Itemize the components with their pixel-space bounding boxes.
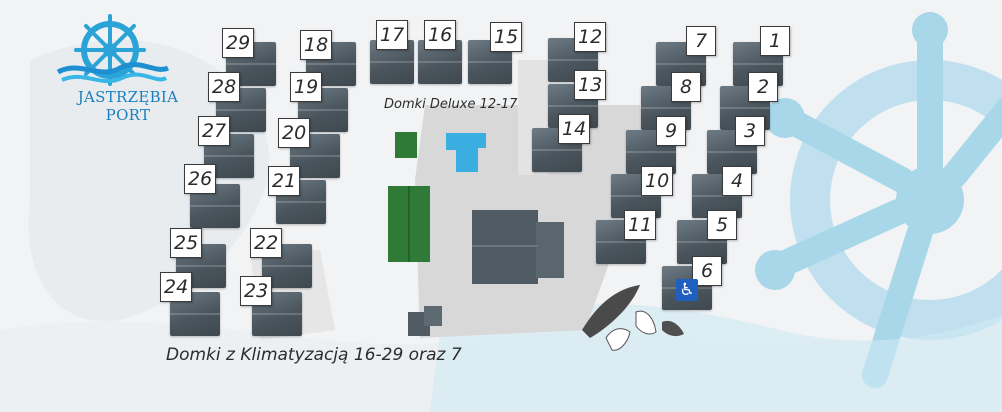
- cabin-13-label[interactable]: 13: [574, 70, 607, 100]
- cabin-27-label[interactable]: 27: [198, 116, 231, 146]
- wheel-decoration-icon: [755, 12, 1002, 388]
- cabin-23-label[interactable]: 23: [240, 276, 273, 306]
- cabin-19-label[interactable]: 19: [290, 72, 323, 102]
- cabin-24-label[interactable]: 24: [160, 272, 193, 302]
- cabin-25-label[interactable]: 25: [170, 228, 203, 258]
- wheelchair-icon: ♿: [676, 279, 698, 301]
- cabin-21-label[interactable]: 21: [268, 166, 301, 196]
- logo-title: JASTRZĘBIA PORT: [77, 88, 179, 124]
- cabin-10-label[interactable]: 10: [641, 166, 674, 196]
- cabin-17-label[interactable]: 17: [376, 20, 409, 50]
- cabin-22-label[interactable]: 22: [250, 228, 283, 258]
- cabin-7-label[interactable]: 7: [686, 26, 716, 56]
- logo-wheel-icon: [56, 14, 170, 86]
- cabin-28-label[interactable]: 28: [208, 72, 241, 102]
- cabin-12-label[interactable]: 12: [574, 22, 607, 52]
- cabin-8-label[interactable]: 8: [671, 72, 701, 102]
- deluxe-label: Domki Deluxe 12-17: [384, 97, 518, 112]
- cabin-11-label[interactable]: 11: [624, 210, 657, 240]
- cabin-26-label[interactable]: 26: [184, 164, 217, 194]
- cabin-1-label[interactable]: 1: [760, 26, 790, 56]
- cabin-4-label[interactable]: 4: [722, 166, 752, 196]
- cabin-5-label[interactable]: 5: [707, 210, 737, 240]
- cabin-16-label[interactable]: 16: [424, 20, 457, 50]
- cabin-20-label[interactable]: 20: [278, 118, 311, 148]
- cabin-29-label[interactable]: 29: [222, 28, 255, 58]
- cabin-15-label[interactable]: 15: [490, 22, 523, 52]
- cabin-14-label[interactable]: 14: [558, 114, 591, 144]
- cabin-3-label[interactable]: 3: [735, 116, 765, 146]
- cabin-6-label[interactable]: 6: [692, 256, 722, 286]
- cabin-9-label[interactable]: 9: [656, 116, 686, 146]
- cabin-18-label[interactable]: 18: [300, 30, 333, 60]
- cabin-2-label[interactable]: 2: [748, 72, 778, 102]
- aircon-label: Domki z Klimatyzacją 16-29 oraz 7: [166, 345, 462, 365]
